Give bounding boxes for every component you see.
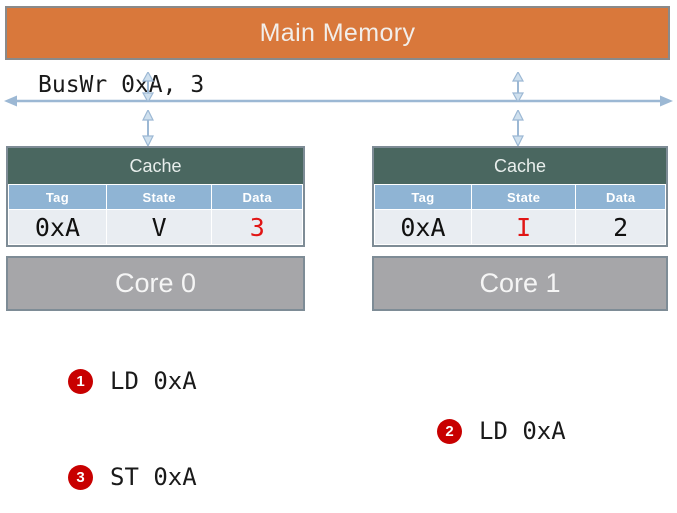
- step-item-2: 2 LD 0xA: [437, 417, 566, 445]
- step-badge-1: 1: [68, 368, 93, 394]
- connector-memory-bus-right-icon: [510, 72, 526, 102]
- cache-header-data-0: Data: [211, 184, 303, 210]
- step-text-3: ST 0xA: [110, 463, 197, 491]
- cache-table-row-0: 0xA V 3: [8, 209, 303, 245]
- bus-transaction-label: BusWr 0xA, 3: [38, 72, 205, 98]
- cache-title-1: Cache: [374, 148, 666, 184]
- cache-header-state-0: State: [105, 184, 213, 210]
- step-text-1: LD 0xA: [110, 367, 197, 395]
- cache-table-0: Tag State Data 0xA V 3: [8, 184, 303, 245]
- cache-cell-state-0: V: [105, 209, 213, 245]
- connector-bus-cache0-icon: [140, 110, 156, 146]
- cache-cell-state-1: I: [470, 209, 577, 245]
- cache-header-state-1: State: [470, 184, 577, 210]
- core-block-1: Core 1: [372, 256, 668, 311]
- cache-header-tag-0: Tag: [8, 184, 107, 210]
- cache-title-0: Cache: [8, 148, 303, 184]
- cache-block-1: Cache Tag State Data 0xA I 2: [372, 146, 668, 247]
- cache-table-header-row-0: Tag State Data: [8, 184, 303, 210]
- cache-cell-tag-0: 0xA: [8, 209, 107, 245]
- step-item-1: 1 LD 0xA: [68, 367, 197, 395]
- cache-header-data-1: Data: [575, 184, 666, 210]
- step-item-3: 3 ST 0xA: [68, 463, 197, 491]
- step-badge-2: 2: [437, 418, 462, 444]
- main-memory-label: Main Memory: [259, 18, 416, 47]
- cache-cell-tag-1: 0xA: [374, 209, 472, 245]
- core-block-0: Core 0: [6, 256, 305, 311]
- connector-bus-cache1-icon: [510, 110, 526, 146]
- main-memory-block: Main Memory: [5, 6, 670, 60]
- cache-header-tag-1: Tag: [374, 184, 472, 210]
- step-badge-3: 3: [68, 464, 93, 490]
- step-text-2: LD 0xA: [479, 417, 566, 445]
- cache-table-row-1: 0xA I 2: [374, 209, 666, 245]
- core-label-0: Core 0: [114, 268, 197, 298]
- cache-cell-data-0: 3: [211, 209, 303, 245]
- cache-table-1: Tag State Data 0xA I 2: [374, 184, 666, 245]
- cache-block-0: Cache Tag State Data 0xA V 3: [6, 146, 305, 247]
- bus-line: [4, 94, 673, 108]
- cache-table-header-row-1: Tag State Data: [374, 184, 666, 210]
- connector-memory-bus-left-icon: [140, 72, 156, 102]
- core-label-1: Core 1: [479, 268, 561, 298]
- cache-cell-data-1: 2: [575, 209, 666, 245]
